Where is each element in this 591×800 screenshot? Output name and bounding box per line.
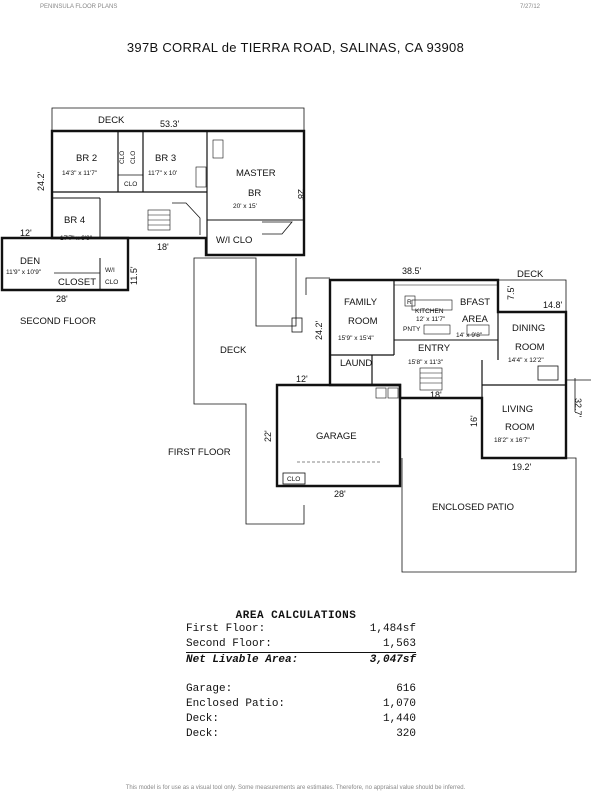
br2-label: BR 2: [76, 153, 97, 164]
bfast-label-2: AREA: [462, 314, 489, 325]
den-label: DEN: [20, 256, 40, 267]
br3-size: 11'7" x 10': [148, 170, 177, 177]
clo-label: CLO: [124, 181, 137, 188]
dim-second-right: 28': [296, 189, 306, 201]
garage-label: GARAGE: [316, 431, 357, 442]
second-floor-deck-outline: [51, 107, 305, 131]
dim-den-bottom: 28': [56, 294, 68, 304]
clo-label-v1: CLO: [119, 151, 126, 164]
dim-entry-bottom: 18': [430, 390, 442, 400]
dim-family-side: 24.2': [314, 320, 324, 340]
br4-label: BR 4: [64, 215, 85, 226]
dim-deck-side: 7.5': [506, 285, 516, 300]
wiclo-label: W/I CLO: [216, 235, 252, 246]
area-row: Enclosed Patio:1,070: [186, 698, 416, 710]
garage-walls: [275, 383, 402, 488]
dining-label-2: ROOM: [515, 342, 545, 353]
refrigerator-label: R: [407, 299, 412, 306]
second-floor-label: SECOND FLOOR: [20, 316, 96, 327]
br2-size: 14'3" x 11'7": [62, 170, 98, 177]
family-size: 15'9" x 15'4": [338, 335, 374, 342]
master-size: 20' x 15': [233, 203, 257, 210]
dim-second-stub: 12': [20, 228, 32, 238]
first-floor-label: FIRST FLOOR: [168, 447, 231, 458]
dim-second-top: 53.3': [160, 119, 180, 129]
den-walls: [0, 236, 130, 292]
master-label: MASTER: [236, 168, 276, 179]
pnty-label: PNTY: [403, 326, 421, 333]
dim-garage-side: 22': [263, 430, 273, 442]
family-label-2: ROOM: [348, 316, 378, 327]
laund-label: LAUND: [340, 358, 372, 369]
living-label: LIVING: [502, 404, 533, 415]
dim-den-side: 11.5': [129, 266, 139, 285]
living-label-2: ROOM: [505, 422, 535, 433]
area-row: Deck:320: [186, 728, 416, 740]
company-name: PENINSULA FLOOR PLANS: [40, 4, 118, 10]
closet-label: CLOSET: [58, 277, 96, 288]
kitchen-size: 12' x 11'7": [416, 316, 446, 323]
den-size: 11'9" x 10'9": [6, 269, 42, 276]
garage-clo-label: CLO: [287, 476, 300, 483]
dim-dining-top: 14.8': [543, 300, 563, 310]
area-row: Second Floor:1,563: [186, 637, 416, 653]
dim-first-top: 38.5': [402, 266, 422, 276]
dining-size: 14'4" x 12'2": [508, 357, 544, 364]
dim-laund-top: 12': [296, 374, 308, 384]
clo-label-v2: CLO: [130, 151, 137, 164]
area-row: First Floor:1,484sf: [186, 623, 416, 635]
br4-size: 17'7" x 9'9": [60, 235, 93, 242]
area-row: Deck:1,440: [186, 713, 416, 725]
first-deck-left-label: DECK: [220, 345, 247, 356]
area-title: AREA CALCULATIONS: [235, 610, 357, 622]
entry-size: 15'8" x 11'3": [408, 359, 444, 366]
bfast-label: BFAST: [460, 297, 490, 308]
wi-clo-label: CLO: [105, 279, 118, 286]
dim-second-left: 24.2': [36, 171, 46, 191]
entry-label: ENTRY: [418, 343, 451, 354]
bfast-size: 14' x 9'8": [456, 332, 483, 339]
property-address: 397B CORRAL de TIERRA ROAD, SALINAS, CA …: [126, 40, 465, 55]
master-label-2: BR: [248, 188, 261, 199]
living-size: 18'2" x 16'7": [494, 437, 530, 444]
family-label: FAMILY: [344, 297, 378, 308]
patio-label: ENCLOSED PATIO: [432, 502, 514, 513]
dining-label: DINING: [512, 323, 545, 334]
br3-label: BR 3: [155, 153, 176, 164]
kitchen-label: KITCHEN: [415, 308, 444, 315]
area-row-total: Net Livable Area:3,047sf: [186, 654, 416, 666]
second-deck-label: DECK: [98, 115, 125, 126]
dim-living-bottom: 19.2': [512, 462, 532, 472]
dim-second-mid: 18': [157, 242, 169, 252]
plan-date: 7/27/12: [520, 4, 541, 10]
dim-first-right: 32.7': [573, 398, 583, 418]
area-row: Garage:616: [186, 683, 416, 695]
disclaimer-footer: This model is for use as a visual tool o…: [125, 785, 466, 791]
first-floor-deck-outline: [193, 257, 305, 525]
first-deck-right-label: DECK: [517, 269, 544, 280]
floor-plan-diagram: DECK 53.3' BR 2 14'3" x 11'7" BR 3 11'7"…: [0, 107, 591, 573]
dim-living-side: 16': [469, 415, 479, 427]
wi-label: W/I: [105, 267, 115, 274]
dim-garage-bottom: 28': [334, 489, 346, 499]
area-calculations: AREA CALCULATIONS First Floor:1,484sf Se…: [186, 610, 416, 742]
